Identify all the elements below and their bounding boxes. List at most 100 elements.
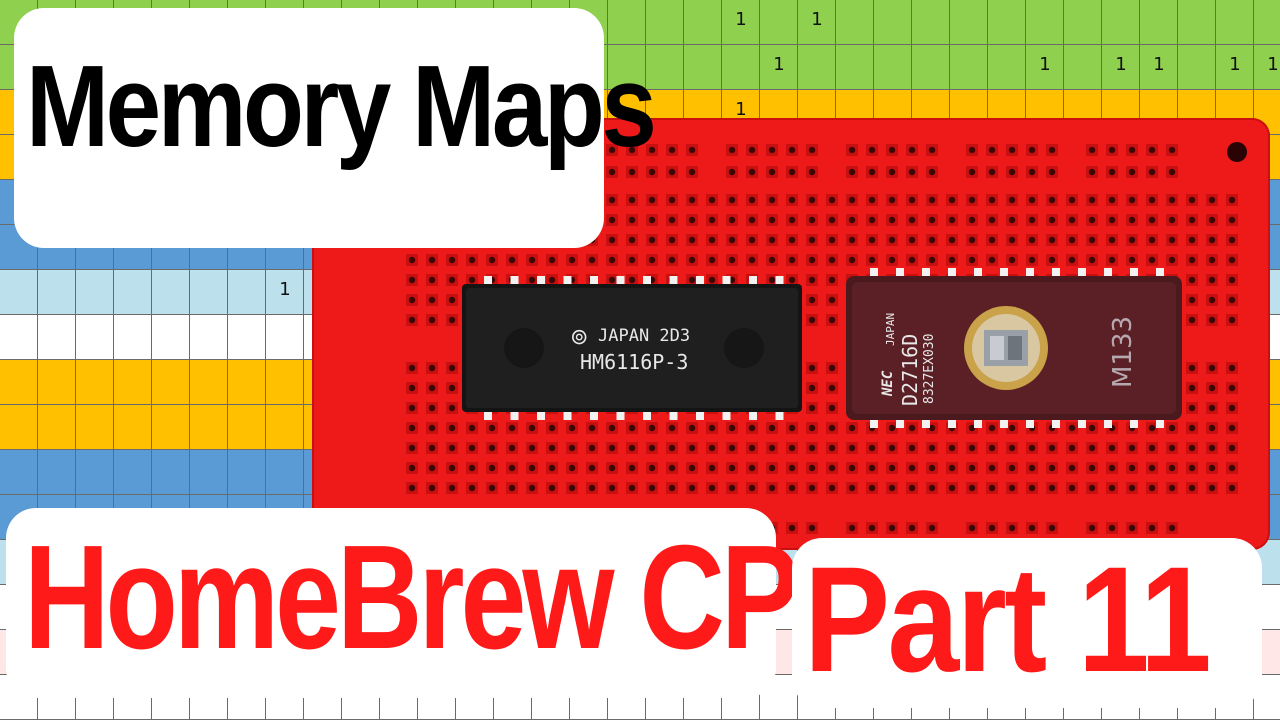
grid-cell xyxy=(114,405,152,449)
grid-cell xyxy=(1102,45,1140,89)
grid-cell xyxy=(912,90,950,134)
grid-cell xyxy=(38,360,76,404)
grid-cell xyxy=(646,90,684,134)
grid-cell xyxy=(722,0,760,44)
grid-cell xyxy=(266,360,304,404)
grid-cell xyxy=(38,450,76,494)
grid-cell xyxy=(190,450,228,494)
grid-cell xyxy=(114,450,152,494)
grid-cell xyxy=(1178,90,1216,134)
ram-chip-body xyxy=(462,276,802,420)
grid-cell xyxy=(152,270,190,314)
grid-cell xyxy=(114,315,152,359)
grid-cell xyxy=(38,270,76,314)
grid-cell xyxy=(874,45,912,89)
grid-cell xyxy=(114,270,152,314)
eprom-chip-body xyxy=(846,268,1182,428)
grid-cell xyxy=(722,675,760,719)
grid-cell xyxy=(0,360,38,404)
grid-cell xyxy=(1216,90,1254,134)
grid-cell xyxy=(1178,0,1216,44)
grid-cell xyxy=(836,45,874,89)
ram-part-number: HM6116P-3 xyxy=(580,350,689,374)
grid-cell xyxy=(76,405,114,449)
grid-cell xyxy=(1216,0,1254,44)
grid-cell xyxy=(266,405,304,449)
grid-cell xyxy=(190,315,228,359)
grid-cell xyxy=(228,315,266,359)
bit-one: 1 xyxy=(1039,54,1051,75)
eprom-maker: NEC xyxy=(880,370,896,396)
grid-cell xyxy=(912,0,950,44)
breadboard: ⊚ JAPAN 2D3 HM6116P-3 JAPAN NEC D2716D 8… xyxy=(312,118,1270,550)
eprom-part-number: D2716D xyxy=(898,333,922,406)
grid-cell xyxy=(228,405,266,449)
grid-cell xyxy=(152,405,190,449)
grid-cell xyxy=(228,450,266,494)
grid-cell xyxy=(798,90,836,134)
grid-cell xyxy=(608,45,646,89)
grid-cell xyxy=(1140,45,1178,89)
grid-cell xyxy=(798,0,836,44)
grid-cell xyxy=(1026,0,1064,44)
grid-cell xyxy=(1026,45,1064,89)
grid-cell xyxy=(608,0,646,44)
grid-cell xyxy=(950,90,988,134)
grid-cell xyxy=(722,90,760,134)
grid-cell xyxy=(1140,0,1178,44)
grid-cell xyxy=(38,315,76,359)
part-label-box xyxy=(792,538,1262,708)
eprom-lot: 8327EX030 xyxy=(922,333,937,404)
grid-cell xyxy=(1102,0,1140,44)
grid-cell xyxy=(190,405,228,449)
grid-cell xyxy=(1064,45,1102,89)
grid-cell xyxy=(76,450,114,494)
grid-cell xyxy=(76,270,114,314)
grid-cell xyxy=(684,90,722,134)
grid-cell xyxy=(1140,90,1178,134)
grid-cell xyxy=(988,0,1026,44)
grid-cell xyxy=(76,360,114,404)
bit-one: 1 xyxy=(811,9,823,30)
eprom-chip: JAPAN NEC D2716D 8327EX030 M133 xyxy=(846,268,1182,428)
memory-maps-title: Memory Maps xyxy=(26,41,657,171)
grid-cell xyxy=(114,360,152,404)
grid-cell xyxy=(684,0,722,44)
hitachi-logo-icon: ⊚ xyxy=(570,324,589,349)
grid-cell xyxy=(570,0,608,44)
grid-cell xyxy=(38,405,76,449)
grid-cell xyxy=(950,45,988,89)
bit-one: 1 xyxy=(1267,54,1279,75)
grid-cell xyxy=(1102,90,1140,134)
memory-maps-label-box xyxy=(14,8,604,248)
homebrew-cpu-title: HomeBrew CPU xyxy=(24,515,881,680)
grid-cell xyxy=(646,45,684,89)
grid-cell xyxy=(266,450,304,494)
grid-cell xyxy=(0,450,38,494)
grid-cell xyxy=(570,45,608,89)
grid-cell xyxy=(0,315,38,359)
grid-cell xyxy=(798,45,836,89)
bit-one: 1 xyxy=(1115,54,1127,75)
grid-cell xyxy=(1064,90,1102,134)
grid-cell xyxy=(874,90,912,134)
grid-cell xyxy=(988,90,1026,134)
grid-cell xyxy=(836,0,874,44)
grid-cell xyxy=(1216,45,1254,89)
bit-one: 1 xyxy=(1153,54,1165,75)
grid-cell xyxy=(0,405,38,449)
grid-cell xyxy=(228,270,266,314)
grid-cell xyxy=(1064,0,1102,44)
grid-cell xyxy=(190,270,228,314)
grid-cell xyxy=(152,360,190,404)
grid-cell xyxy=(950,0,988,44)
grid-cell xyxy=(836,90,874,134)
bit-one: 1 xyxy=(773,54,785,75)
part-title: Part 11 xyxy=(804,535,1212,703)
grid-cell xyxy=(684,45,722,89)
grid-cell xyxy=(760,45,798,89)
grid-cell xyxy=(646,0,684,44)
grid-cell xyxy=(722,45,760,89)
bit-one: 1 xyxy=(279,279,291,300)
grid-cell xyxy=(760,675,798,719)
